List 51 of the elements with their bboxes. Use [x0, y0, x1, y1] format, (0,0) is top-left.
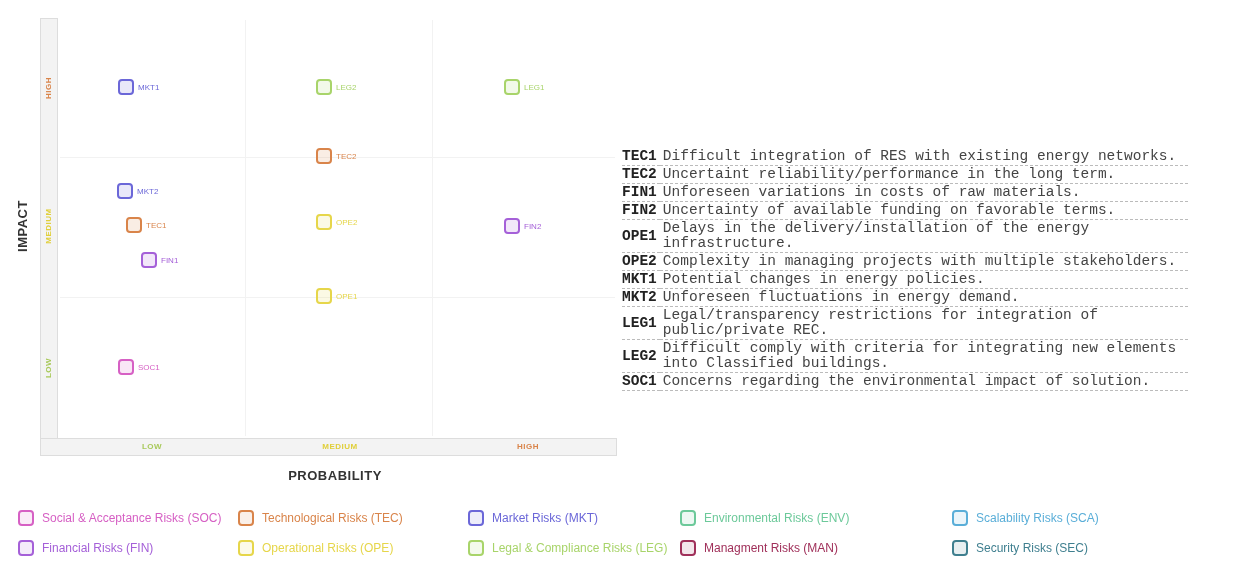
risk-code: OPE2 [622, 252, 660, 271]
risk-code: SOC1 [622, 372, 660, 391]
risk-code: FIN2 [524, 221, 542, 231]
axis-tick-label: HIGH [43, 77, 53, 99]
risk-code: LEG1 [622, 306, 660, 340]
risk-code: MKT1 [622, 270, 660, 289]
risk-code: MKT1 [138, 82, 160, 92]
legend-label: Technological Risks (TEC) [262, 511, 403, 525]
risk-description: Legal/transparency restrictions for integration of public/private REC. [659, 306, 1188, 340]
risk-description: Difficult integration of RES with existing energy networks. [659, 148, 1188, 166]
risk-code: FIN1 [622, 183, 660, 202]
axis-tick-label: MEDIUM [43, 208, 53, 244]
legend-label: Managment Risks (MAN) [704, 541, 839, 555]
risk-code: OPE2 [336, 217, 358, 227]
risk-code: FIN1 [161, 255, 179, 265]
risk-code: LEG2 [622, 339, 660, 373]
risk-code: FIN2 [622, 201, 660, 220]
risk-code: LEG1 [524, 82, 545, 92]
risk-description: Potential changes in energy policies. [659, 270, 1188, 289]
risk-code: TEC1 [622, 148, 660, 166]
risk-code: TEC2 [336, 151, 357, 161]
legend-label: Legal & Compliance Risks (LEG) [492, 541, 668, 555]
legend-label: Environmental Risks (ENV) [704, 511, 850, 525]
risk-code: OPE1 [622, 219, 660, 253]
risk-code: SOC1 [138, 362, 160, 372]
risk-code: OPE1 [336, 291, 358, 301]
risk-description: Unforeseen variations in costs of raw materials. [659, 183, 1188, 202]
legend-label: Scalability Risks (SCA) [976, 511, 1099, 525]
risk-description: Unforeseen fluctuations in energy demand. [659, 288, 1188, 307]
risk-description: Uncertaint reliability/performance in the long term. [659, 165, 1188, 184]
risk-description: Uncertainty of available funding on favorable terms. [659, 201, 1188, 220]
risk-description: Difficult comply with criteria for integrating new elements into Classified buildings. [659, 339, 1188, 373]
risk-description: Delays in the delivery/installation of the energy infrastructure. [659, 219, 1188, 253]
risk-code: TEC1 [146, 220, 167, 230]
legend-label: Operational Risks (OPE) [262, 541, 394, 555]
legend-label: Security Risks (SEC) [976, 541, 1088, 555]
risk-code: MKT2 [622, 288, 660, 307]
legend-label: Financial Risks (FIN) [42, 541, 154, 555]
axis-title: PROBABILITY [288, 467, 382, 483]
risk-code: LEG2 [336, 82, 357, 92]
risk-description: Concerns regarding the environmental impact of solution. [659, 372, 1188, 391]
risk-code: MKT2 [137, 186, 159, 196]
axis-tick-label: HIGH [517, 441, 539, 451]
axis-tick-label: LOW [141, 441, 163, 451]
axis-title: IMPACT [14, 200, 30, 252]
risk-description: Complexity in managing projects with multiple stakeholders. [659, 252, 1188, 271]
legend-label: Social & Acceptance Risks (SOC) [42, 511, 222, 525]
axis-tick-label: LOW [43, 357, 53, 379]
risk-code: TEC2 [622, 165, 660, 184]
axis-tick-label: MEDIUM [322, 441, 358, 451]
legend-label: Market Risks (MKT) [492, 511, 598, 525]
